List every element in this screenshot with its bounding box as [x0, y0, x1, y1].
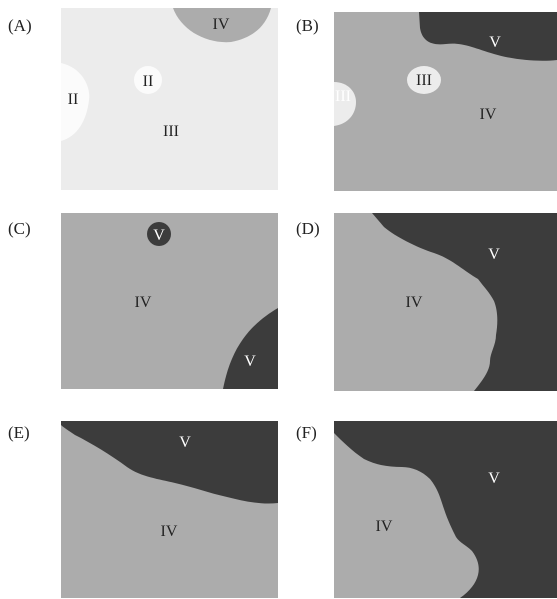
- panel-c-label-v-corner: V: [244, 353, 256, 370]
- panel-d-region-v-area: [372, 213, 557, 391]
- panel-a-label-ii-center: II: [143, 73, 154, 90]
- panel-c-label-iv: IV: [135, 294, 152, 311]
- panel-e: V IV: [61, 421, 278, 598]
- panel-label-f: (F): [296, 423, 317, 442]
- panel-a-region-ii-left-area: [61, 63, 90, 141]
- panel-b-region-iii-left-area: [334, 82, 356, 126]
- panel-a-label-ii-left: II: [68, 91, 79, 108]
- panel-d-label-iv: IV: [406, 294, 423, 311]
- panel-a-region-iv-area: [173, 8, 271, 43]
- panel-a: II II III IV: [61, 8, 278, 190]
- panel-c-map: V IV V: [61, 213, 278, 389]
- panel-b-region-v-area: [419, 12, 557, 61]
- panel-b-map: III III IV V: [334, 12, 557, 191]
- panel-e-map: V IV: [61, 421, 278, 598]
- panel-c: V IV V: [61, 213, 278, 389]
- panel-b-label-v: V: [489, 34, 501, 51]
- panel-b-label-iii-center: III: [416, 72, 432, 89]
- panel-e-region-v-area: [61, 421, 278, 504]
- panel-d-map: IV V: [334, 213, 557, 391]
- panel-f-label-iv: IV: [376, 518, 393, 535]
- panel-e-label-iv: IV: [161, 523, 178, 540]
- panel-label-e: (E): [8, 423, 30, 442]
- panel-a-map: II II III IV: [61, 8, 278, 190]
- panel-f-map: IV V: [334, 421, 557, 598]
- panel-f: IV V: [334, 421, 557, 598]
- panel-label-a: (A): [8, 16, 32, 35]
- panel-d-label-v: V: [488, 246, 500, 263]
- panel-a-label-iii: III: [163, 123, 179, 140]
- panel-c-region-v-corner-area: [223, 308, 278, 389]
- panel-c-region-v-spot-area: [147, 222, 171, 246]
- panel-label-b: (B): [296, 16, 319, 35]
- panel-e-label-v: V: [179, 434, 191, 451]
- panel-c-label-v-spot: V: [153, 227, 165, 244]
- panel-b: III III IV V: [334, 12, 557, 191]
- panel-f-region-v-area: [334, 421, 557, 598]
- panel-b-label-iii-left: III: [335, 88, 351, 105]
- panel-label-c: (C): [8, 219, 31, 238]
- panel-d: IV V: [334, 213, 557, 391]
- panel-f-label-v: V: [488, 470, 500, 487]
- panel-a-label-iv: IV: [213, 16, 230, 33]
- panel-b-region-iii-center-area: [407, 66, 441, 94]
- panel-a-region-ii-center-area: [134, 66, 162, 94]
- panel-b-label-iv: IV: [480, 106, 497, 123]
- panel-label-d: (D): [296, 219, 320, 238]
